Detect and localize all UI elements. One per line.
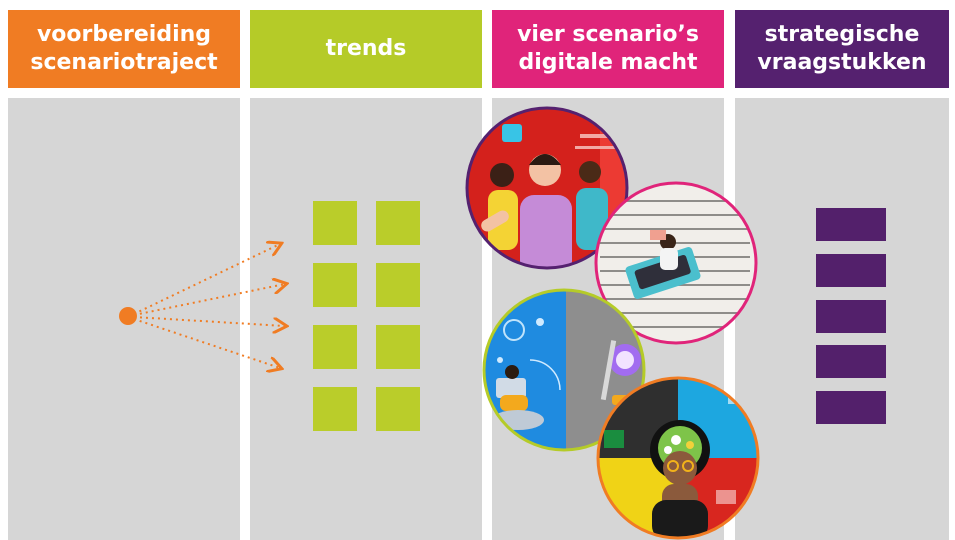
dotted-arrow xyxy=(133,318,280,368)
question-bar xyxy=(816,345,886,378)
header-scenarios: vier scenario’s digitale macht xyxy=(492,10,724,88)
trend-square xyxy=(313,201,357,245)
question-bar xyxy=(816,300,886,333)
dotted-arrow xyxy=(133,244,280,315)
header-trends: trends xyxy=(250,10,482,88)
trend-square xyxy=(376,201,420,245)
trend-square xyxy=(376,387,420,431)
trend-square xyxy=(313,387,357,431)
trend-square xyxy=(376,263,420,307)
question-bar xyxy=(816,391,886,424)
origin-dot xyxy=(119,307,137,325)
trend-square xyxy=(376,325,420,369)
question-bar xyxy=(816,254,886,287)
dotted-arrow xyxy=(133,284,285,316)
header-strategische: strategische vraagstukken xyxy=(735,10,949,88)
trend-square xyxy=(313,325,357,369)
question-bar xyxy=(816,208,886,241)
dotted-arrow xyxy=(133,316,285,326)
header-voorbereiding: voorbereiding scenariotraject xyxy=(8,10,240,88)
trend-square xyxy=(313,263,357,307)
dotted-arrows xyxy=(133,244,285,368)
